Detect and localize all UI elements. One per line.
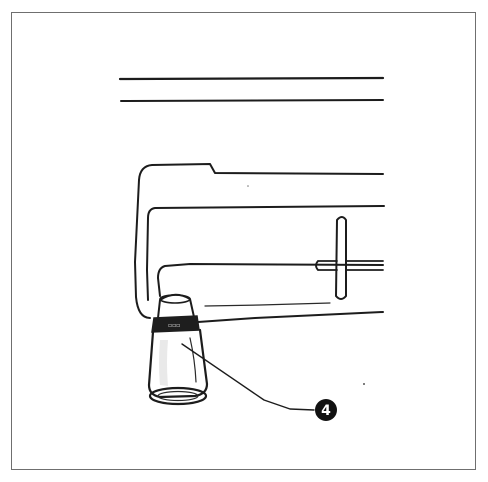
callout-leader-line <box>181 343 315 411</box>
bracket-cross-bar <box>157 263 384 297</box>
knob-body <box>147 328 209 399</box>
knob-neck-top <box>159 294 191 304</box>
knob-end-cap <box>148 386 208 406</box>
callout-number: 4 <box>321 403 331 419</box>
bracket-outer-edge <box>134 163 384 319</box>
knob-neck <box>157 293 195 319</box>
figure-frame <box>11 12 476 470</box>
bracket-inner-edge <box>146 205 385 301</box>
horizontal-slot <box>315 260 384 271</box>
top-rail-upper <box>118 76 385 81</box>
knob-end-cap-inner <box>157 390 199 402</box>
knob-body-highlight <box>189 337 197 383</box>
scan-speck <box>247 185 249 187</box>
bracket-bottom-lip <box>204 302 331 307</box>
bracket-bottom-edge <box>197 311 384 323</box>
top-rail-lower <box>120 99 384 102</box>
vertical-slot <box>335 216 347 300</box>
knob-shading <box>159 340 168 386</box>
callout-badge <box>315 399 337 421</box>
knob-collar-marking: ▫▫▫ <box>168 322 180 329</box>
scan-speck <box>363 383 365 385</box>
